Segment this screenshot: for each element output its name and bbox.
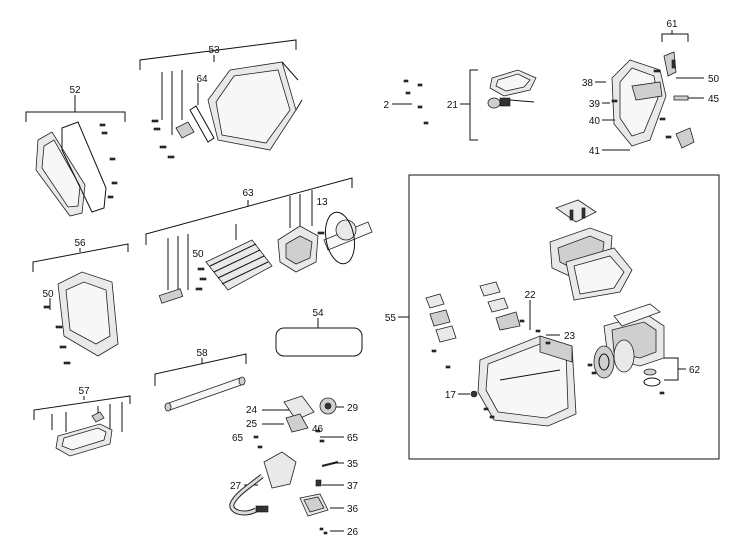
label-23: 23 xyxy=(564,331,576,342)
rod-58 xyxy=(164,376,246,412)
screws-65 xyxy=(253,429,325,449)
fan-disc-13 xyxy=(324,211,356,265)
screws-26 xyxy=(319,527,328,535)
screws-53 xyxy=(151,119,175,159)
small-boards-22 xyxy=(425,281,521,343)
group-61 xyxy=(595,30,704,151)
pin-45 xyxy=(673,95,689,101)
power-cable-27 xyxy=(229,451,297,516)
screws-52 xyxy=(99,123,118,199)
label-64: 64 xyxy=(196,74,208,85)
label-17: 17 xyxy=(445,390,457,401)
label-22: 22 xyxy=(524,290,536,301)
panel-36 xyxy=(299,493,329,517)
pcb-top xyxy=(555,199,597,223)
bracket-41 xyxy=(675,127,695,149)
label-55: 55 xyxy=(385,313,397,324)
label-50-mid: 50 xyxy=(192,249,204,260)
knob-21 xyxy=(487,97,535,109)
label-21: 21 xyxy=(447,100,459,111)
motor-housing xyxy=(277,225,319,273)
label-50-left: 50 xyxy=(42,289,54,300)
label-56: 56 xyxy=(74,238,86,249)
label-13: 13 xyxy=(316,197,328,208)
fan-cage xyxy=(205,239,273,291)
label-2: 2 xyxy=(383,100,389,111)
group-52 xyxy=(25,95,126,217)
label-25: 25 xyxy=(246,419,258,430)
group-21 xyxy=(392,69,537,141)
switch-part-61 xyxy=(663,51,677,77)
label-45: 45 xyxy=(708,94,720,105)
screws-63 xyxy=(195,231,325,291)
knob-29 xyxy=(319,397,337,415)
group-24-29 xyxy=(253,395,344,449)
label-54: 54 xyxy=(312,308,324,319)
label-41: 41 xyxy=(589,146,601,157)
label-37: 37 xyxy=(347,481,359,492)
label-58: 58 xyxy=(196,348,208,359)
group-54 xyxy=(275,318,363,357)
top-cap xyxy=(489,69,537,97)
label-24: 24 xyxy=(246,405,258,416)
control-board xyxy=(283,395,315,433)
label-35: 35 xyxy=(347,459,359,470)
motor-shaft xyxy=(323,219,373,251)
part-17 xyxy=(470,390,478,398)
clip-57 xyxy=(91,411,105,423)
label-29: 29 xyxy=(347,403,359,414)
label-38: 38 xyxy=(582,78,594,89)
group-53 xyxy=(139,39,303,159)
screws-56 xyxy=(43,305,71,365)
label-39: 39 xyxy=(589,99,601,110)
label-40: 40 xyxy=(589,116,601,127)
front-cover-panel xyxy=(35,131,86,217)
screws-55 xyxy=(431,319,665,419)
shaft-cylinder xyxy=(158,288,184,304)
screws-61 xyxy=(611,69,672,139)
label-50-top: 50 xyxy=(708,74,720,85)
clip-37 xyxy=(315,479,322,487)
label-65-left: 65 xyxy=(232,433,244,444)
label-52: 52 xyxy=(69,85,81,96)
group-55 xyxy=(398,174,720,460)
gasket-frame xyxy=(61,121,107,213)
fan-62 xyxy=(593,339,635,379)
circuit-board xyxy=(565,247,633,301)
group-56 xyxy=(32,243,129,365)
rear-cover-housing xyxy=(207,61,303,151)
main-housing xyxy=(477,335,577,427)
top-housing xyxy=(611,59,667,147)
group-27 xyxy=(229,451,344,535)
label-62: 62 xyxy=(689,365,701,376)
label-65-right: 65 xyxy=(347,433,359,444)
label-26: 26 xyxy=(347,527,359,538)
group-57 xyxy=(33,395,131,457)
label-36: 36 xyxy=(347,504,359,515)
accessory-box xyxy=(275,327,363,357)
side-bracket xyxy=(57,271,119,357)
label-53: 53 xyxy=(208,45,220,56)
base-frame xyxy=(55,423,113,457)
ring-62 xyxy=(643,368,661,387)
latch-part xyxy=(175,121,195,139)
callout-labels: 52 53 64 2 21 61 38 50 45 39 40 41 63 13… xyxy=(42,19,719,538)
label-46: 46 xyxy=(312,424,324,435)
label-57: 57 xyxy=(78,386,90,397)
group-63 xyxy=(145,177,373,304)
label-63: 63 xyxy=(242,188,254,199)
label-27: 27 xyxy=(230,481,242,492)
label-61: 61 xyxy=(666,19,678,30)
screws-2 xyxy=(403,79,429,125)
group-58 xyxy=(154,353,247,412)
gasket-64 xyxy=(189,105,215,143)
